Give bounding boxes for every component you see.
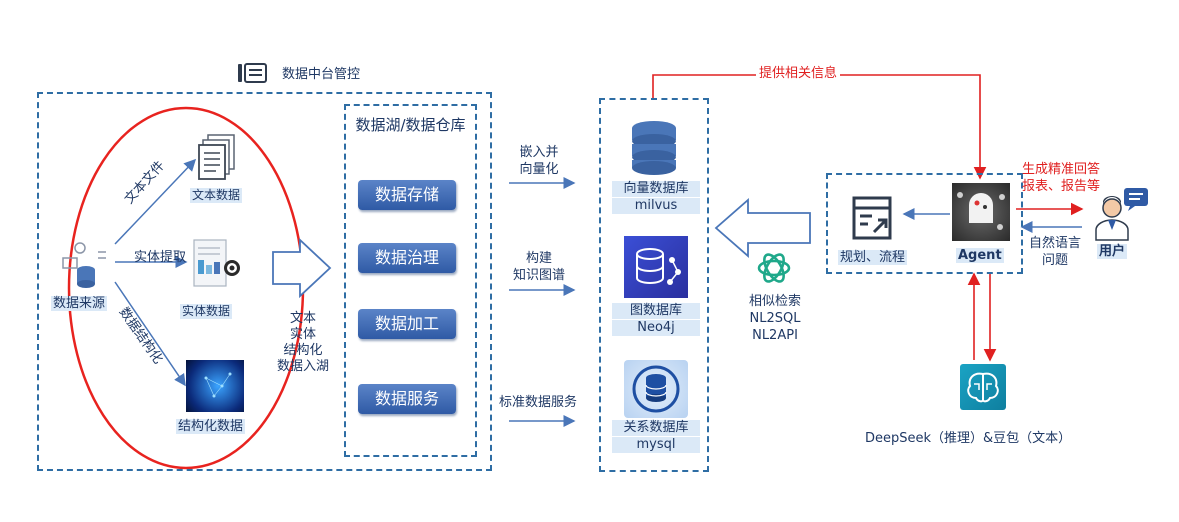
dashboard-icon <box>237 61 267 85</box>
document-chart-icon <box>192 238 242 292</box>
item-label-entity: 实体数据 <box>180 304 233 319</box>
generate-label-2: 报表、报告等 <box>1022 179 1101 194</box>
db-graph-name: 图数据库 <box>612 303 700 319</box>
model-brain-icon <box>960 364 1006 410</box>
database-icon <box>630 120 678 176</box>
retrieval-hollow-arrow <box>714 198 811 258</box>
db-relational-name: 关系数据库 <box>612 420 700 436</box>
flow-standard: 标准数据服务 <box>498 395 577 410</box>
item-label-text: 文本数据 <box>190 188 243 203</box>
ingest-note-3: 结构化 <box>283 343 323 358</box>
data-source-label: 数据来源 <box>51 296 108 311</box>
page-title: 数据中台管控 <box>282 67 361 82</box>
flow-embed-2: 向量化 <box>519 162 559 177</box>
retrieval-line-1: 相似检索 <box>748 294 801 309</box>
item-label-structured: 结构化数据 <box>176 419 246 434</box>
user-label: 用户 <box>1097 244 1128 259</box>
graph-database-icon <box>624 236 688 298</box>
flow-graph-2: 知识图谱 <box>512 268 565 283</box>
data-source-icon <box>58 240 108 292</box>
branch-arrow-struct <box>114 281 186 387</box>
retrieval-line-2: NL2SQL <box>749 311 801 326</box>
lake-button-processing[interactable]: 数据加工 <box>358 309 456 339</box>
plan-flow-icon <box>852 196 896 242</box>
user-icon <box>1094 186 1154 242</box>
agent-label: Agent <box>956 248 1004 263</box>
data-platform-box <box>37 92 492 471</box>
flow-graph-1: 构建 <box>525 251 552 266</box>
question-label-2: 问题 <box>1041 253 1068 268</box>
branch-label-entity: 实体提取 <box>134 250 187 265</box>
branch-arrow-text <box>114 158 197 245</box>
db-graph-engine: Neo4j <box>612 320 700 336</box>
ingest-note-1: 文本 <box>289 311 316 326</box>
lake-title: 数据湖/数据仓库 <box>355 116 466 134</box>
ingest-note-4: 数据入湖 <box>276 359 329 374</box>
network-globe-icon <box>186 360 244 412</box>
relational-database-icon <box>624 360 688 418</box>
ingest-hollow-arrow <box>272 237 332 299</box>
db-vector-name: 向量数据库 <box>612 181 700 197</box>
generate-label-1: 生成精准回答 <box>1022 162 1101 177</box>
agent-brain-icon <box>952 183 1010 241</box>
provide-info-label: 提供相关信息 <box>756 66 841 82</box>
ingest-note-2: 实体 <box>289 327 316 342</box>
lake-button-governance[interactable]: 数据治理 <box>358 243 456 273</box>
openai-knot-icon <box>754 248 794 288</box>
agent-box <box>826 173 1023 274</box>
db-relational-engine: mysql <box>612 437 700 453</box>
question-label-1: 自然语言 <box>1028 236 1081 251</box>
plan-label: 规划、流程 <box>838 250 908 265</box>
lake-button-service[interactable]: 数据服务 <box>358 384 456 414</box>
document-stack-icon <box>198 133 238 181</box>
flow-embed-1: 嵌入并 <box>519 145 559 160</box>
db-vector-engine: milvus <box>612 198 700 214</box>
lake-button-storage[interactable]: 数据存储 <box>358 180 456 210</box>
database-box <box>599 98 709 472</box>
retrieval-line-3: NL2API <box>752 328 798 343</box>
models-label: DeepSeek（推理）&豆包（文本） <box>865 431 1072 446</box>
data-lake-box <box>344 104 477 457</box>
